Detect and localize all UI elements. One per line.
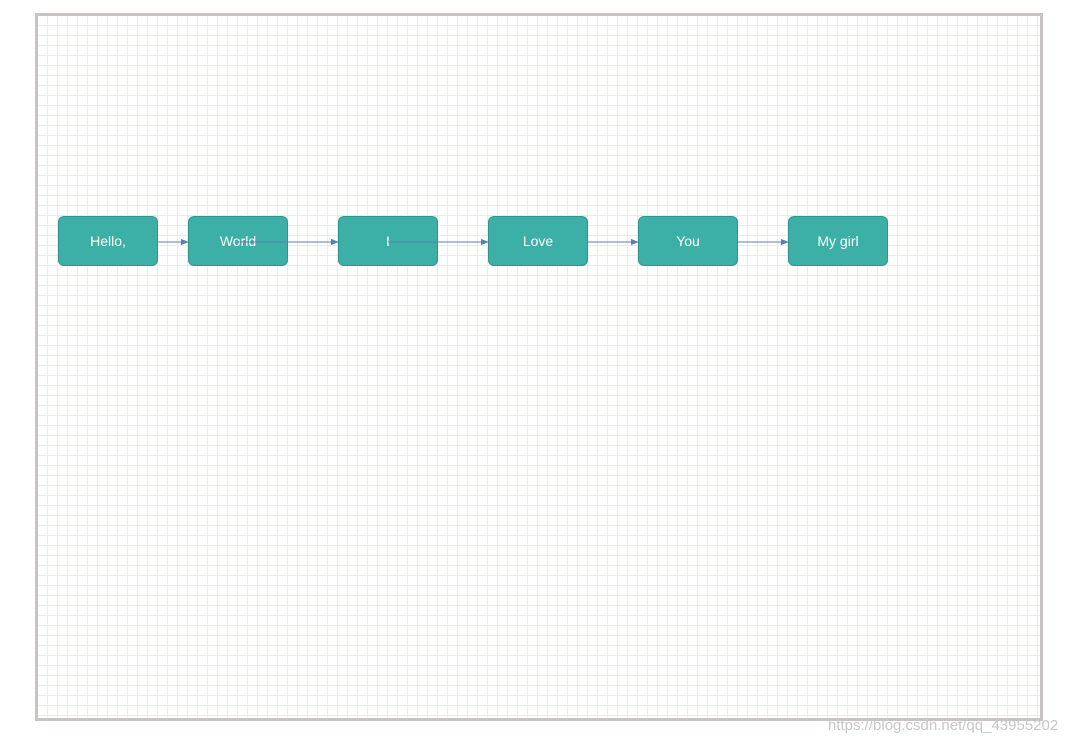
node-i[interactable]: I bbox=[338, 216, 438, 266]
edge-layer bbox=[158, 238, 789, 246]
node-world[interactable]: World bbox=[188, 216, 288, 266]
node-my-girl-label: My girl bbox=[817, 233, 859, 249]
node-hello[interactable]: Hello, bbox=[58, 216, 158, 266]
edge-overlay-layer bbox=[238, 241, 488, 243]
watermark-text: https://blog.csdn.net/qq_43955202 bbox=[828, 717, 1059, 734]
node-i-label: I bbox=[386, 233, 390, 249]
node-hello-label: Hello, bbox=[90, 233, 126, 249]
node-love[interactable]: Love bbox=[488, 216, 588, 266]
node-love-label: Love bbox=[522, 233, 554, 249]
node-you-label: You bbox=[676, 233, 700, 249]
diagram-canvas[interactable]: Hello, World I Love You My girl bbox=[35, 13, 1043, 721]
node-you[interactable]: You bbox=[638, 216, 738, 266]
node-world-label: World bbox=[219, 233, 257, 249]
node-my-girl[interactable]: My girl bbox=[788, 216, 888, 266]
